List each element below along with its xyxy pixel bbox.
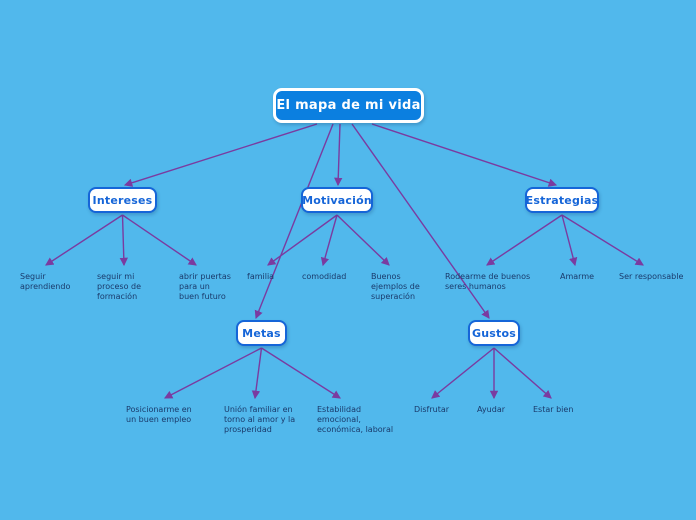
leaf-node-metas-2[interactable]: Estabilidad emocional, económica, labora… <box>317 405 394 434</box>
edge-metas-leaf-1 <box>251 347 263 400</box>
edges <box>45 123 644 400</box>
edge-motivacion-leaf-1 <box>320 214 338 267</box>
leaf-node-motivacion-1[interactable]: comodidad <box>302 272 347 281</box>
leaf-node-metas-1[interactable]: Unión familiar en torno al amor y la pro… <box>224 405 296 434</box>
leaf-node-motivacion-0[interactable]: familia <box>247 272 275 281</box>
edge-intereses-leaf-2 <box>122 214 197 266</box>
branch-node-motivacion[interactable]: Motivación <box>301 187 373 213</box>
branch-node-gustos[interactable]: Gustos <box>468 320 520 346</box>
edge-root-to-motivacion <box>334 123 343 187</box>
branch-node-metas[interactable]: Metas <box>236 320 287 346</box>
edge-gustos-leaf-0 <box>431 347 495 399</box>
edge-estrategias-leaf-1 <box>561 214 578 267</box>
edge-metas-leaf-2 <box>261 347 341 399</box>
leaf-node-intereses-1[interactable]: seguir mi proceso de formación <box>97 272 142 301</box>
leaf-node-gustos-2[interactable]: Estar bien <box>533 405 574 414</box>
edge-root-to-metas <box>254 123 334 320</box>
edge-intereses-leaf-1 <box>119 214 128 267</box>
branch-node-label: Metas <box>242 326 281 340</box>
root-node-label: El mapa de mi vida <box>276 98 421 113</box>
branch-node-intereses[interactable]: Intereses <box>88 187 157 213</box>
edge-metas-leaf-0 <box>164 347 262 399</box>
branch-node-label: Gustos <box>472 326 516 340</box>
branch-node-estrategias[interactable]: Estrategias <box>525 187 599 213</box>
leaf-node-estrategias-2[interactable]: Ser responsable <box>619 272 684 281</box>
leaf-node-intereses-0[interactable]: Seguir aprendiendo <box>20 272 71 291</box>
edge-motivacion-leaf-2 <box>336 214 390 266</box>
leaf-node-estrategias-0[interactable]: Rodearme de buenos seres humanos <box>445 272 531 291</box>
branch-node-label: Intereses <box>92 193 153 207</box>
edge-gustos-leaf-2 <box>493 347 552 399</box>
edge-motivacion-leaf-0 <box>267 214 338 266</box>
leaf-node-gustos-1[interactable]: Ayudar <box>477 405 506 414</box>
edge-estrategias-leaf-2 <box>561 214 644 266</box>
edge-root-to-intereses <box>123 123 318 187</box>
edge-estrategias-leaf-0 <box>486 214 563 266</box>
branch-node-label: Estrategias <box>525 193 599 207</box>
leaf-node-metas-0[interactable]: Posicionarme en un buen empleo <box>126 405 192 424</box>
edge-root-to-estrategias <box>371 123 558 187</box>
edge-intereses-leaf-0 <box>45 214 123 266</box>
leaf-node-gustos-0[interactable]: Disfrutar <box>414 405 450 414</box>
leaf-node-intereses-2[interactable]: abrir puertas para un buen futuro <box>179 272 231 301</box>
leaf-node-motivacion-2[interactable]: Buenos ejemplos de superación <box>371 272 420 301</box>
branch-node-label: Motivación <box>302 193 372 207</box>
root-node[interactable]: El mapa de mi vida <box>273 88 424 123</box>
leaf-node-estrategias-1[interactable]: Amarme <box>560 272 595 281</box>
